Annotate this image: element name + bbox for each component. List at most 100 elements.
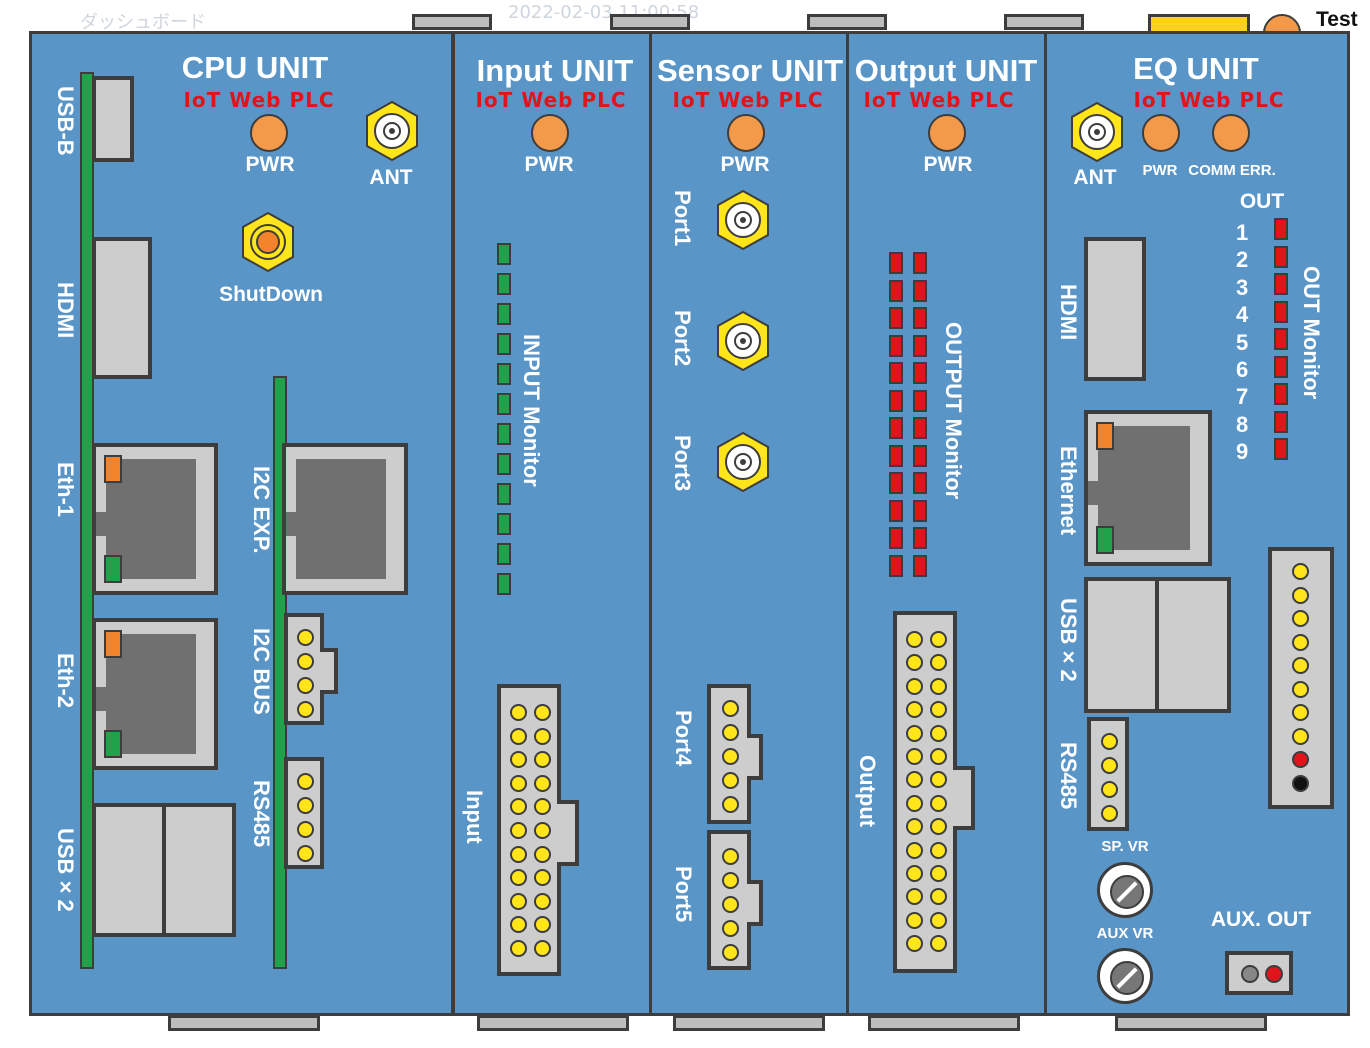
pin [930, 701, 947, 719]
cpu-hdmi-label: HDMI [53, 282, 78, 339]
i2c-exp-port[interactable] [282, 443, 408, 595]
output-connector-label: Output [855, 755, 880, 828]
eq-rs485-connector[interactable] [1087, 717, 1129, 831]
out-monitor-led [1274, 438, 1288, 460]
input-pwr-led [531, 114, 569, 152]
cpu-usb-port-1[interactable] [92, 803, 166, 937]
output-monitor-led [889, 527, 903, 549]
clip-bottom [868, 1015, 1020, 1031]
eq-usb-port-2[interactable] [1155, 577, 1231, 713]
eq-ethernet-port[interactable] [1084, 410, 1212, 566]
pin [722, 896, 739, 913]
input-pwr-label: PWR [524, 153, 574, 176]
eth2-activity-led [104, 730, 122, 758]
pin [297, 677, 314, 694]
input-monitor-led [497, 483, 511, 505]
pin [930, 935, 947, 953]
out-number: 5 [1236, 329, 1249, 355]
output-connector[interactable] [893, 611, 957, 973]
out-monitor-led [1274, 355, 1288, 378]
eq-hdmi-port[interactable] [1084, 237, 1146, 381]
pin [1292, 586, 1309, 604]
port3-coax-connector[interactable] [715, 431, 771, 493]
input-connector[interactable] [497, 684, 561, 976]
input-unit-title: Input UNIT [476, 53, 634, 88]
eth1-activity-led [104, 555, 122, 583]
port1-coax-connector[interactable] [715, 189, 771, 251]
pin [297, 797, 314, 814]
cpu-usb-port-2[interactable] [162, 803, 236, 937]
shutdown-label: ShutDown [219, 283, 323, 306]
pin [1292, 657, 1309, 674]
brand-label: IoT Web PLC [1133, 88, 1285, 112]
eth2-port[interactable] [92, 618, 218, 770]
out-number: 9 [1236, 439, 1249, 465]
pin [534, 940, 551, 957]
aux-vr-knob[interactable] [1097, 948, 1153, 1004]
input-monitor-led [497, 453, 511, 475]
pin [722, 772, 739, 789]
input-connector-key [557, 800, 579, 866]
pin [906, 865, 923, 882]
output-monitor-label: OUTPUT Monitor [941, 322, 966, 500]
input-monitor-led [497, 543, 511, 565]
out-monitor-led [1274, 273, 1288, 295]
input-monitor-led [497, 333, 511, 355]
port2-coax-connector[interactable] [715, 310, 771, 372]
port2-label: Port2 [670, 310, 695, 367]
out-number: 8 [1236, 411, 1249, 437]
output-monitor-led [913, 279, 927, 302]
clip-top [610, 14, 690, 30]
port5-connector[interactable] [707, 830, 751, 970]
sp-vr-knob[interactable] [1097, 862, 1153, 918]
pin [1101, 757, 1118, 774]
pin [930, 841, 947, 859]
eq-antenna-icon[interactable] [1069, 101, 1125, 163]
i2c-exp-label: I2C EXP. [249, 466, 274, 554]
pin [297, 701, 314, 718]
output-monitor-led [913, 252, 927, 274]
pin [906, 748, 923, 765]
aux-out-terminal[interactable] [1225, 951, 1293, 995]
out-monitor-led [1274, 410, 1288, 433]
pin [930, 865, 947, 882]
input-monitor-led [497, 243, 511, 265]
input-connector-label: Input [462, 790, 487, 844]
output-monitor-led [889, 444, 903, 467]
out-terminal-block[interactable] [1268, 547, 1334, 809]
clip-bottom [168, 1015, 320, 1031]
pin [930, 794, 947, 812]
out-monitor-leds [1274, 218, 1292, 466]
cpu-rs485-connector[interactable] [284, 757, 324, 869]
cpu-antenna-icon[interactable] [364, 100, 420, 162]
pin [722, 700, 739, 717]
usb-b-port[interactable] [92, 76, 134, 162]
i2c-bus-connector[interactable] [284, 613, 324, 725]
pin [906, 677, 923, 695]
pin [906, 701, 923, 719]
pin [930, 654, 947, 672]
clip-top [807, 14, 887, 30]
input-monitor-led [497, 393, 511, 415]
port5-connector-key [747, 880, 763, 926]
cpu-ant-label: ANT [369, 166, 413, 189]
eth1-port[interactable] [92, 443, 218, 595]
cpu-hdmi-port[interactable] [92, 237, 152, 379]
clip-top [412, 14, 492, 30]
pin [510, 751, 527, 769]
shutdown-button[interactable] [240, 211, 296, 273]
eq-unit-title: EQ UNIT [1133, 51, 1259, 86]
port4-connector[interactable] [707, 684, 751, 824]
output-monitor-led [889, 472, 903, 494]
i2c-bus-label: I2C BUS [249, 628, 274, 715]
output-monitor-led [913, 444, 927, 467]
output-monitor-led [913, 417, 927, 439]
eq-usb-port-1[interactable] [1084, 577, 1160, 713]
out-label: OUT [1239, 190, 1285, 213]
pin [722, 920, 739, 937]
input-monitor-leds [497, 243, 515, 607]
pin [906, 794, 923, 812]
aux-out-terminal-minus [1241, 965, 1259, 983]
out-number: 7 [1236, 384, 1249, 410]
i2c-bus-key [320, 648, 338, 694]
